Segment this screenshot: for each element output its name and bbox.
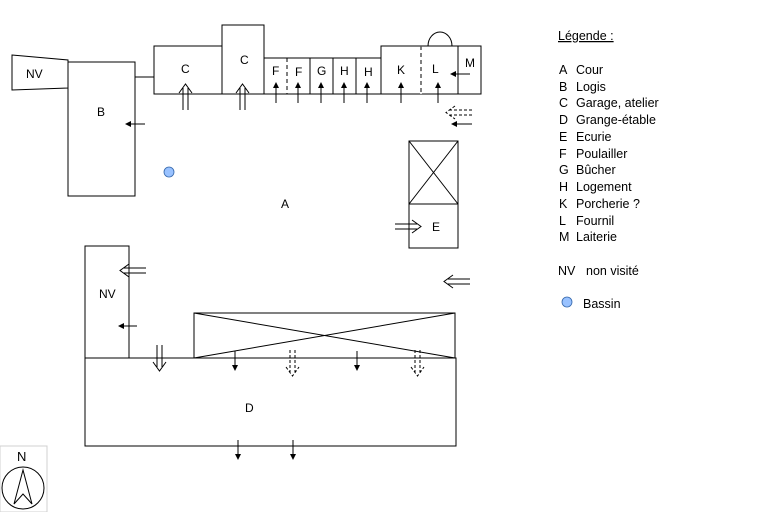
label-nv-left: NV	[99, 287, 116, 301]
legend-key-e: E	[559, 130, 567, 144]
label-f2: F	[295, 65, 302, 79]
legend-key-l: L	[559, 214, 566, 228]
label-nv-top: NV	[26, 67, 43, 81]
label-k: K	[397, 63, 405, 77]
bassin-marker	[163, 166, 175, 178]
label-h1: H	[340, 64, 349, 78]
legend-key-h: H	[559, 180, 568, 194]
building-d	[84, 357, 457, 447]
label-a: A	[281, 197, 289, 211]
legend-key-f: F	[559, 147, 567, 161]
legend-key-d: D	[559, 113, 568, 127]
legend-key-g: G	[559, 163, 569, 177]
double-arrow-c1	[178, 83, 193, 110]
double-arrow-east-gate	[443, 274, 470, 289]
label-c2: C	[240, 53, 249, 67]
building-l	[420, 45, 459, 95]
label-c1: C	[181, 62, 190, 76]
legend-text-bassin: Bassin	[583, 297, 621, 311]
label-m: M	[465, 56, 475, 70]
legend-key-k: K	[559, 197, 568, 211]
label-g: G	[317, 64, 326, 78]
double-arrow-d-entry	[152, 345, 167, 372]
building-d-crossed	[193, 312, 456, 359]
label-e: E	[432, 220, 440, 234]
compass-label: N	[17, 449, 26, 464]
building-e	[408, 203, 459, 249]
legend-text-f: Poulailler	[576, 147, 627, 161]
building-nv-left	[84, 245, 130, 359]
dashed-double-arrow-d1	[285, 350, 300, 377]
building-b	[67, 61, 136, 197]
legend-text-nv: non visité	[586, 264, 639, 278]
label-b: B	[97, 105, 105, 119]
legend-text-b: Logis	[576, 80, 606, 94]
building-m	[457, 45, 482, 95]
legend-key-nv: NV	[558, 264, 576, 278]
legend: Légende : A Cour B Logis C Garage, ateli…	[558, 29, 659, 311]
legend-key-b: B	[559, 80, 567, 94]
legend-text-l: Fournil	[576, 214, 614, 228]
legend-text-d: Grange-étable	[576, 113, 656, 127]
dashed-double-arrow-d2	[410, 350, 425, 377]
dashed-double-arrow-m	[445, 105, 472, 120]
label-h2: H	[364, 65, 373, 79]
label-f1: F	[272, 64, 279, 78]
legend-text-h: Logement	[576, 180, 632, 194]
legend-text-e: Ecurie	[576, 130, 611, 144]
label-d: D	[245, 401, 254, 415]
legend-title: Légende :	[558, 29, 614, 43]
north-arrow-icon	[13, 468, 33, 505]
legend-key-m: M	[559, 230, 569, 244]
legend-text-g: Bûcher	[576, 163, 616, 177]
legend-text-a: Cour	[576, 63, 603, 77]
legend-key-a: A	[559, 63, 568, 77]
double-arrow-e	[395, 219, 422, 234]
north-compass: N	[0, 445, 48, 512]
oven-dome	[427, 31, 453, 47]
legend-text-k: Porcherie ?	[576, 197, 640, 211]
label-l: L	[432, 62, 439, 76]
legend-key-c: C	[559, 96, 568, 110]
legend-text-m: Laiterie	[576, 230, 617, 244]
double-arrow-c2	[235, 83, 250, 110]
legend-bassin-icon	[561, 296, 573, 308]
double-arrow-nv	[119, 263, 146, 278]
legend-text-c: Garage, atelier	[576, 96, 659, 110]
